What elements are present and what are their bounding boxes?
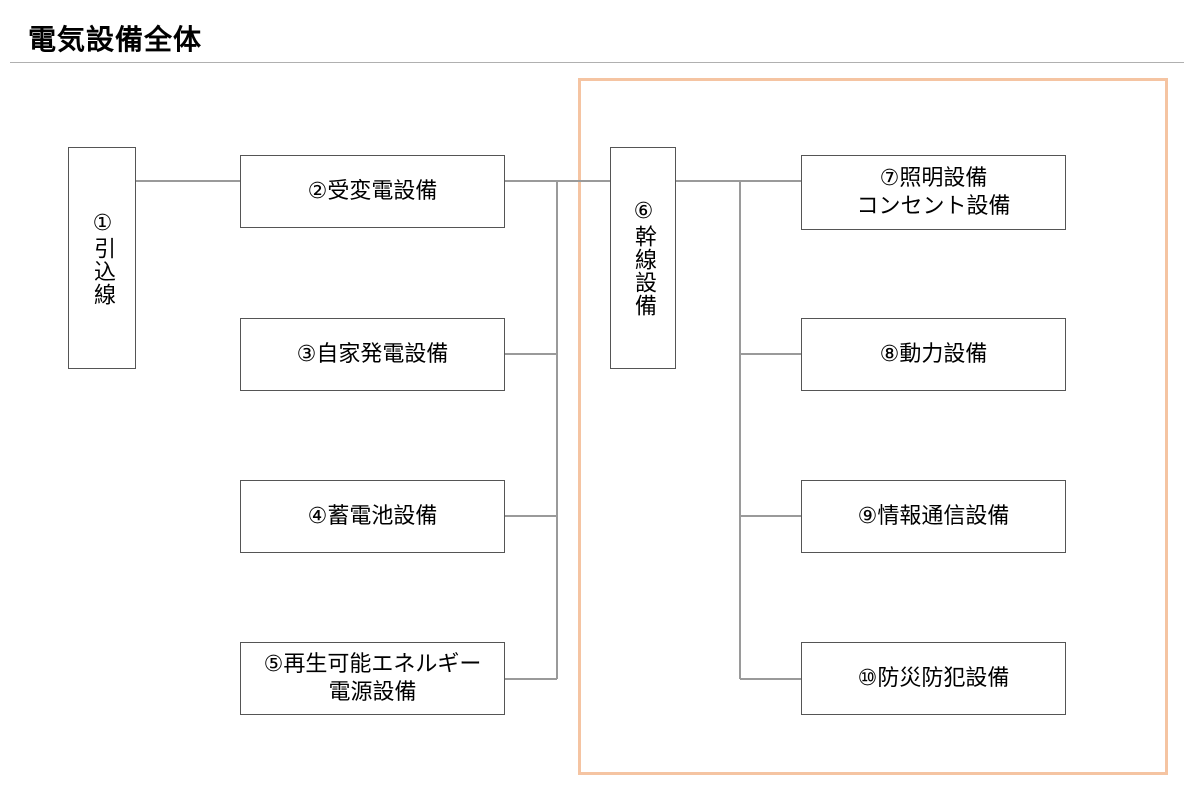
node-lighting-outlet-label-line1: ⑦照明設備 [879, 165, 988, 191]
node-substation: ②受変電設備 [240, 155, 505, 228]
node-renewable-label-line2: 電源設備 [328, 679, 417, 705]
node-battery: ④蓄電池設備 [240, 480, 505, 553]
node-private-generation-label: ③自家発電設備 [296, 341, 449, 367]
page-title: 電気設備全体 [28, 23, 203, 56]
node-power-label: ⑧動力設備 [879, 341, 988, 367]
node-lighting-outlet: ⑦照明設備 コンセント設備 [801, 155, 1066, 230]
node-disaster-crime-prevention: ⑩防災防犯設備 [801, 642, 1066, 715]
node-ict-label: ⑨情報通信設備 [857, 503, 1010, 529]
node-trunk-line-label: ⑥幹線設備 [631, 199, 656, 317]
node-private-generation: ③自家発電設備 [240, 318, 505, 391]
node-substation-label: ②受変電設備 [307, 178, 438, 204]
node-renewable-label-line1: ⑤再生可能エネルギー [263, 651, 482, 677]
highlight-frame [578, 78, 1168, 775]
title-divider [10, 62, 1184, 63]
node-battery-label: ④蓄電池設備 [307, 503, 438, 529]
node-power: ⑧動力設備 [801, 318, 1066, 391]
node-service-entrance-label: ①引込線 [90, 210, 115, 306]
node-service-entrance: ①引込線 [68, 147, 136, 369]
node-lighting-outlet-label-line2: コンセント設備 [856, 193, 1011, 219]
node-ict: ⑨情報通信設備 [801, 480, 1066, 553]
node-disaster-crime-prevention-label: ⑩防災防犯設備 [857, 665, 1010, 691]
node-trunk-line: ⑥幹線設備 [610, 147, 676, 369]
node-renewable: ⑤再生可能エネルギー 電源設備 [240, 642, 505, 715]
